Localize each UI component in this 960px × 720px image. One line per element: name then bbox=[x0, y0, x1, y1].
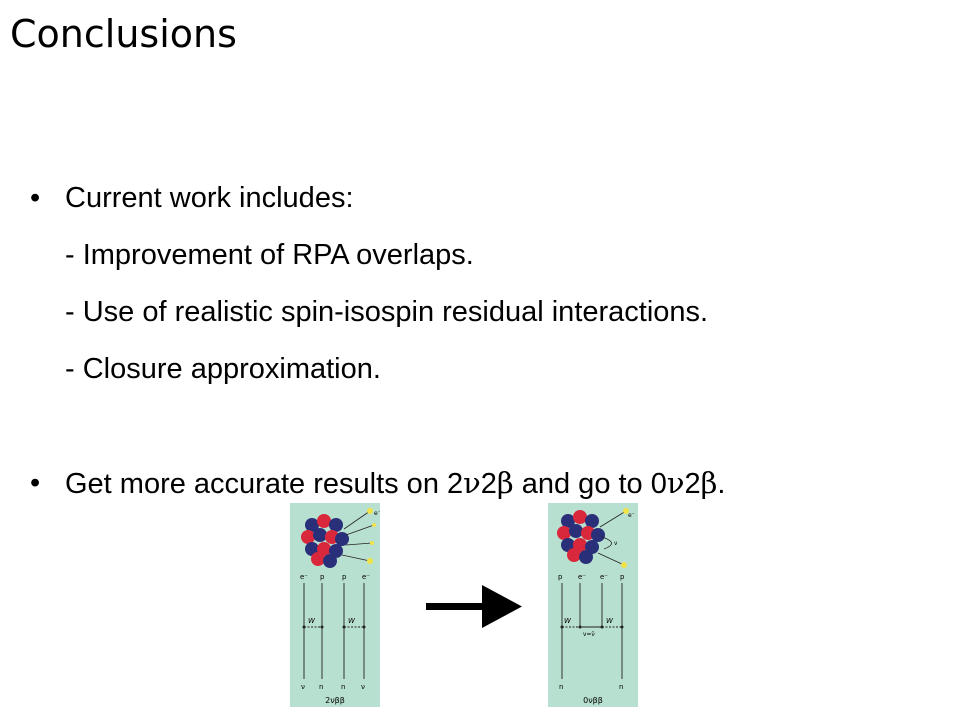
right-arrow-icon bbox=[426, 585, 522, 628]
top-label: e⁻ bbox=[300, 573, 308, 581]
electron-icon bbox=[367, 558, 373, 564]
sub-item-rpa: - Improvement of RPA overlaps. bbox=[65, 239, 474, 271]
top-label: p bbox=[342, 573, 347, 581]
bullet-dot: • bbox=[30, 182, 41, 214]
bullet-current-work: • Current work includes: bbox=[30, 170, 950, 227]
figure-0nbb: e⁻ ν p e⁻ e⁻ p W W ν=ν̄ n n bbox=[548, 503, 638, 707]
bottom-label: ν bbox=[301, 683, 305, 691]
figure-caption: 2νββ bbox=[325, 696, 345, 705]
two-digit: 2 bbox=[684, 468, 701, 500]
nu-symbol: ν bbox=[666, 466, 685, 500]
bottom-label: ν bbox=[361, 683, 365, 691]
nu-symbol: ν bbox=[463, 466, 481, 500]
slide-title: Conclusions bbox=[10, 12, 237, 56]
spacer bbox=[30, 398, 950, 455]
beta-symbol: β bbox=[700, 466, 718, 500]
bullet-dot: • bbox=[30, 467, 41, 499]
bottom-label: n bbox=[559, 683, 563, 691]
top-label: p bbox=[320, 573, 325, 581]
electron-label: e⁻ bbox=[374, 510, 380, 517]
bottom-label: n bbox=[619, 683, 623, 691]
feynman-diagram-0nbb: e⁻ ν p e⁻ e⁻ p W W ν=ν̄ n n bbox=[557, 508, 635, 705]
bottom-label: n bbox=[341, 683, 345, 691]
bullet-text-mid: and go to 0 bbox=[513, 468, 667, 500]
electron-icon bbox=[623, 508, 629, 514]
feynman-diagram-2nbb: e⁻ e⁻ p p e⁻ W W ν n n ν 2νββ bbox=[300, 508, 380, 705]
bullet-text: Current work includes: bbox=[65, 182, 354, 214]
w-boson-label: W bbox=[606, 617, 614, 625]
electron-label: e⁻ bbox=[628, 512, 635, 519]
nucleus-icon bbox=[301, 514, 349, 568]
top-label: e⁻ bbox=[600, 573, 608, 581]
antineutrino-icon bbox=[372, 523, 376, 527]
bullet-text-start: Get more accurate results on 2 bbox=[65, 468, 464, 500]
electron-icon bbox=[621, 562, 627, 568]
top-label: p bbox=[620, 573, 625, 581]
w-boson-label: W bbox=[308, 617, 316, 625]
figure-caption: 0νββ bbox=[583, 696, 603, 705]
top-label: e⁻ bbox=[362, 573, 370, 581]
bullet-text-end: . bbox=[717, 468, 726, 500]
neutrino-exchange-label: ν=ν̄ bbox=[583, 631, 595, 638]
two-digit: 2 bbox=[480, 468, 497, 500]
sub-item-closure: - Closure approximation. bbox=[65, 353, 381, 385]
top-label: p bbox=[558, 573, 563, 581]
nucleus-icon bbox=[557, 510, 605, 564]
antineutrino-icon bbox=[370, 541, 374, 545]
w-boson-label: W bbox=[348, 617, 356, 625]
figure-2nbb: e⁻ e⁻ p p e⁻ W W ν n n ν 2νββ bbox=[290, 503, 380, 707]
bullet-accurate-results: • Get more accurate results on 2ν2β and … bbox=[30, 455, 950, 513]
sub-item-spin-isospin: - Use of realistic spin-isospin residual… bbox=[65, 296, 709, 328]
beta-symbol: β bbox=[496, 466, 514, 500]
bottom-label: n bbox=[319, 683, 323, 691]
top-label: e⁻ bbox=[578, 573, 586, 581]
neutrino-label: ν bbox=[614, 540, 618, 547]
bullet-list: • Current work includes: - Improvement o… bbox=[30, 170, 950, 513]
electron-icon bbox=[367, 508, 373, 514]
w-boson-label: W bbox=[564, 617, 572, 625]
